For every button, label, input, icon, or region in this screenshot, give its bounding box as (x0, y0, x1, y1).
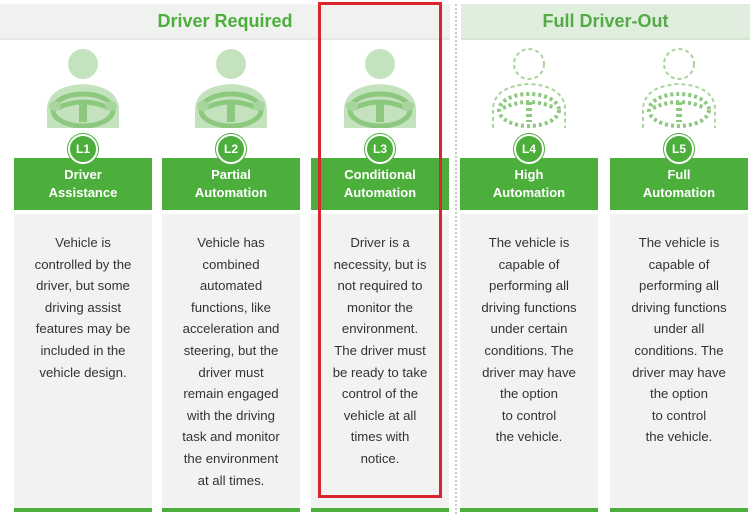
level-description-line: vehicle design. (39, 364, 127, 380)
driver-steering-wheel-icon (41, 44, 125, 129)
level-description: The vehicle is capable of performing all dr… (460, 214, 598, 508)
level-title-line: Automation (343, 185, 417, 200)
level-description-line: capable of (648, 256, 710, 272)
level-description-line: included in the (40, 342, 126, 358)
level-description-line: capable of (498, 256, 560, 272)
level-description-line: automated (199, 278, 263, 294)
level-description-line: control of the (341, 386, 419, 402)
level-badge: L2 (216, 134, 246, 164)
level-description-line: driver, but some (36, 278, 130, 294)
group-underline-driver-out (461, 38, 750, 40)
group-underline-required (0, 38, 450, 40)
level-description: The vehicle is capable of performing all dr… (610, 214, 748, 508)
level-description: Vehicle has combined automated functions, l… (162, 214, 300, 508)
level-badge: L1 (68, 134, 98, 164)
level-description-line: The vehicle is (488, 235, 570, 250)
level-title-line: Automation (194, 185, 268, 200)
level-description-line: performing all (489, 278, 569, 294)
level-description-line: driver may have (482, 364, 576, 380)
level-description-line: conditions. The (634, 342, 724, 358)
group-header-driver-required: Driver Required (0, 4, 450, 38)
level-description-line: steering, but the (183, 342, 279, 358)
level-description: Vehicle is controlled by the driver, but s… (14, 214, 152, 508)
level-description-line: the option (500, 386, 558, 402)
level-description-line: features may be (35, 321, 131, 337)
level-bottom-bar (14, 508, 152, 512)
level-description-line: Driver is a (350, 235, 410, 250)
level-badge: L4 (514, 134, 544, 164)
level-description-line: under all (653, 321, 705, 337)
level-description-line: driving functions (481, 299, 577, 315)
level-title-line: Automation (642, 185, 716, 200)
level-title-line: Assistance (48, 185, 118, 200)
level-description-line: the environment (183, 450, 279, 466)
level-description-line: at all times. (197, 472, 265, 488)
level-description-line: driver must (198, 364, 264, 380)
level-description-line: monitor the (347, 299, 413, 315)
level-title-line: Partial (211, 167, 251, 182)
dashed-driver-steering-wheel-icon (637, 44, 721, 128)
l3-highlight-box (318, 2, 442, 498)
level-description-line: remain engaged (183, 386, 279, 402)
level-title-line: Full (667, 167, 691, 182)
level-description-line: functions, like (191, 299, 271, 315)
level-description-line: driving assist (44, 299, 122, 315)
level-bottom-bar (311, 508, 449, 512)
level-bottom-bar (460, 508, 598, 512)
level-description-line: performing all (639, 278, 719, 294)
driver-steering-wheel-icon (189, 44, 273, 129)
level-title-line: Conditional (344, 167, 416, 182)
level-description-line: environment. (341, 321, 419, 337)
level-description-line: not required to (337, 278, 423, 294)
driver-steering-wheel-icon (338, 44, 422, 129)
level-description-line: driver may have (632, 364, 726, 380)
level-description-line: task and monitor (182, 429, 280, 445)
level-bottom-bar (610, 508, 748, 512)
level-description-line: to control (501, 407, 557, 423)
level-description-line: conditions. The (484, 342, 574, 358)
level-description-line: combined (202, 256, 260, 272)
level-description: Driver is a necessity, but is not required… (311, 214, 449, 508)
level-description-line: the vehicle. (645, 429, 713, 445)
dashed-driver-steering-wheel-icon (487, 44, 571, 128)
level-badge: L5 (664, 134, 694, 164)
level-description-line: be ready to take (332, 364, 428, 380)
level-description-line: with the driving (187, 407, 275, 423)
level-description-line: Vehicle has (197, 235, 265, 250)
level-title-line: Automation (492, 185, 566, 200)
group-header-full-driver-out: Full Driver-Out (461, 4, 750, 38)
level-description-line: Vehicle is (55, 235, 111, 250)
level-description-line: to control (651, 407, 707, 423)
level-badge: L3 (365, 134, 395, 164)
level-description-line: times with (350, 429, 410, 445)
level-description-line: the option (650, 386, 708, 402)
group-divider (455, 4, 457, 514)
level-description-line: notice. (360, 450, 400, 466)
level-description-line: acceleration and (182, 321, 280, 337)
level-title-line: High (514, 167, 544, 182)
level-description-line: necessity, but is (333, 256, 427, 272)
level-description-line: under certain (490, 321, 568, 337)
level-description-line: The vehicle is (638, 235, 720, 250)
level-title-line: Driver (64, 167, 102, 182)
level-description-line: the vehicle. (495, 429, 563, 445)
level-description-line: The driver must (334, 342, 426, 358)
level-description-line: controlled by the (34, 256, 132, 272)
level-bottom-bar (162, 508, 300, 512)
level-description-line: vehicle at all (343, 407, 417, 423)
level-description-line: driving functions (631, 299, 727, 315)
